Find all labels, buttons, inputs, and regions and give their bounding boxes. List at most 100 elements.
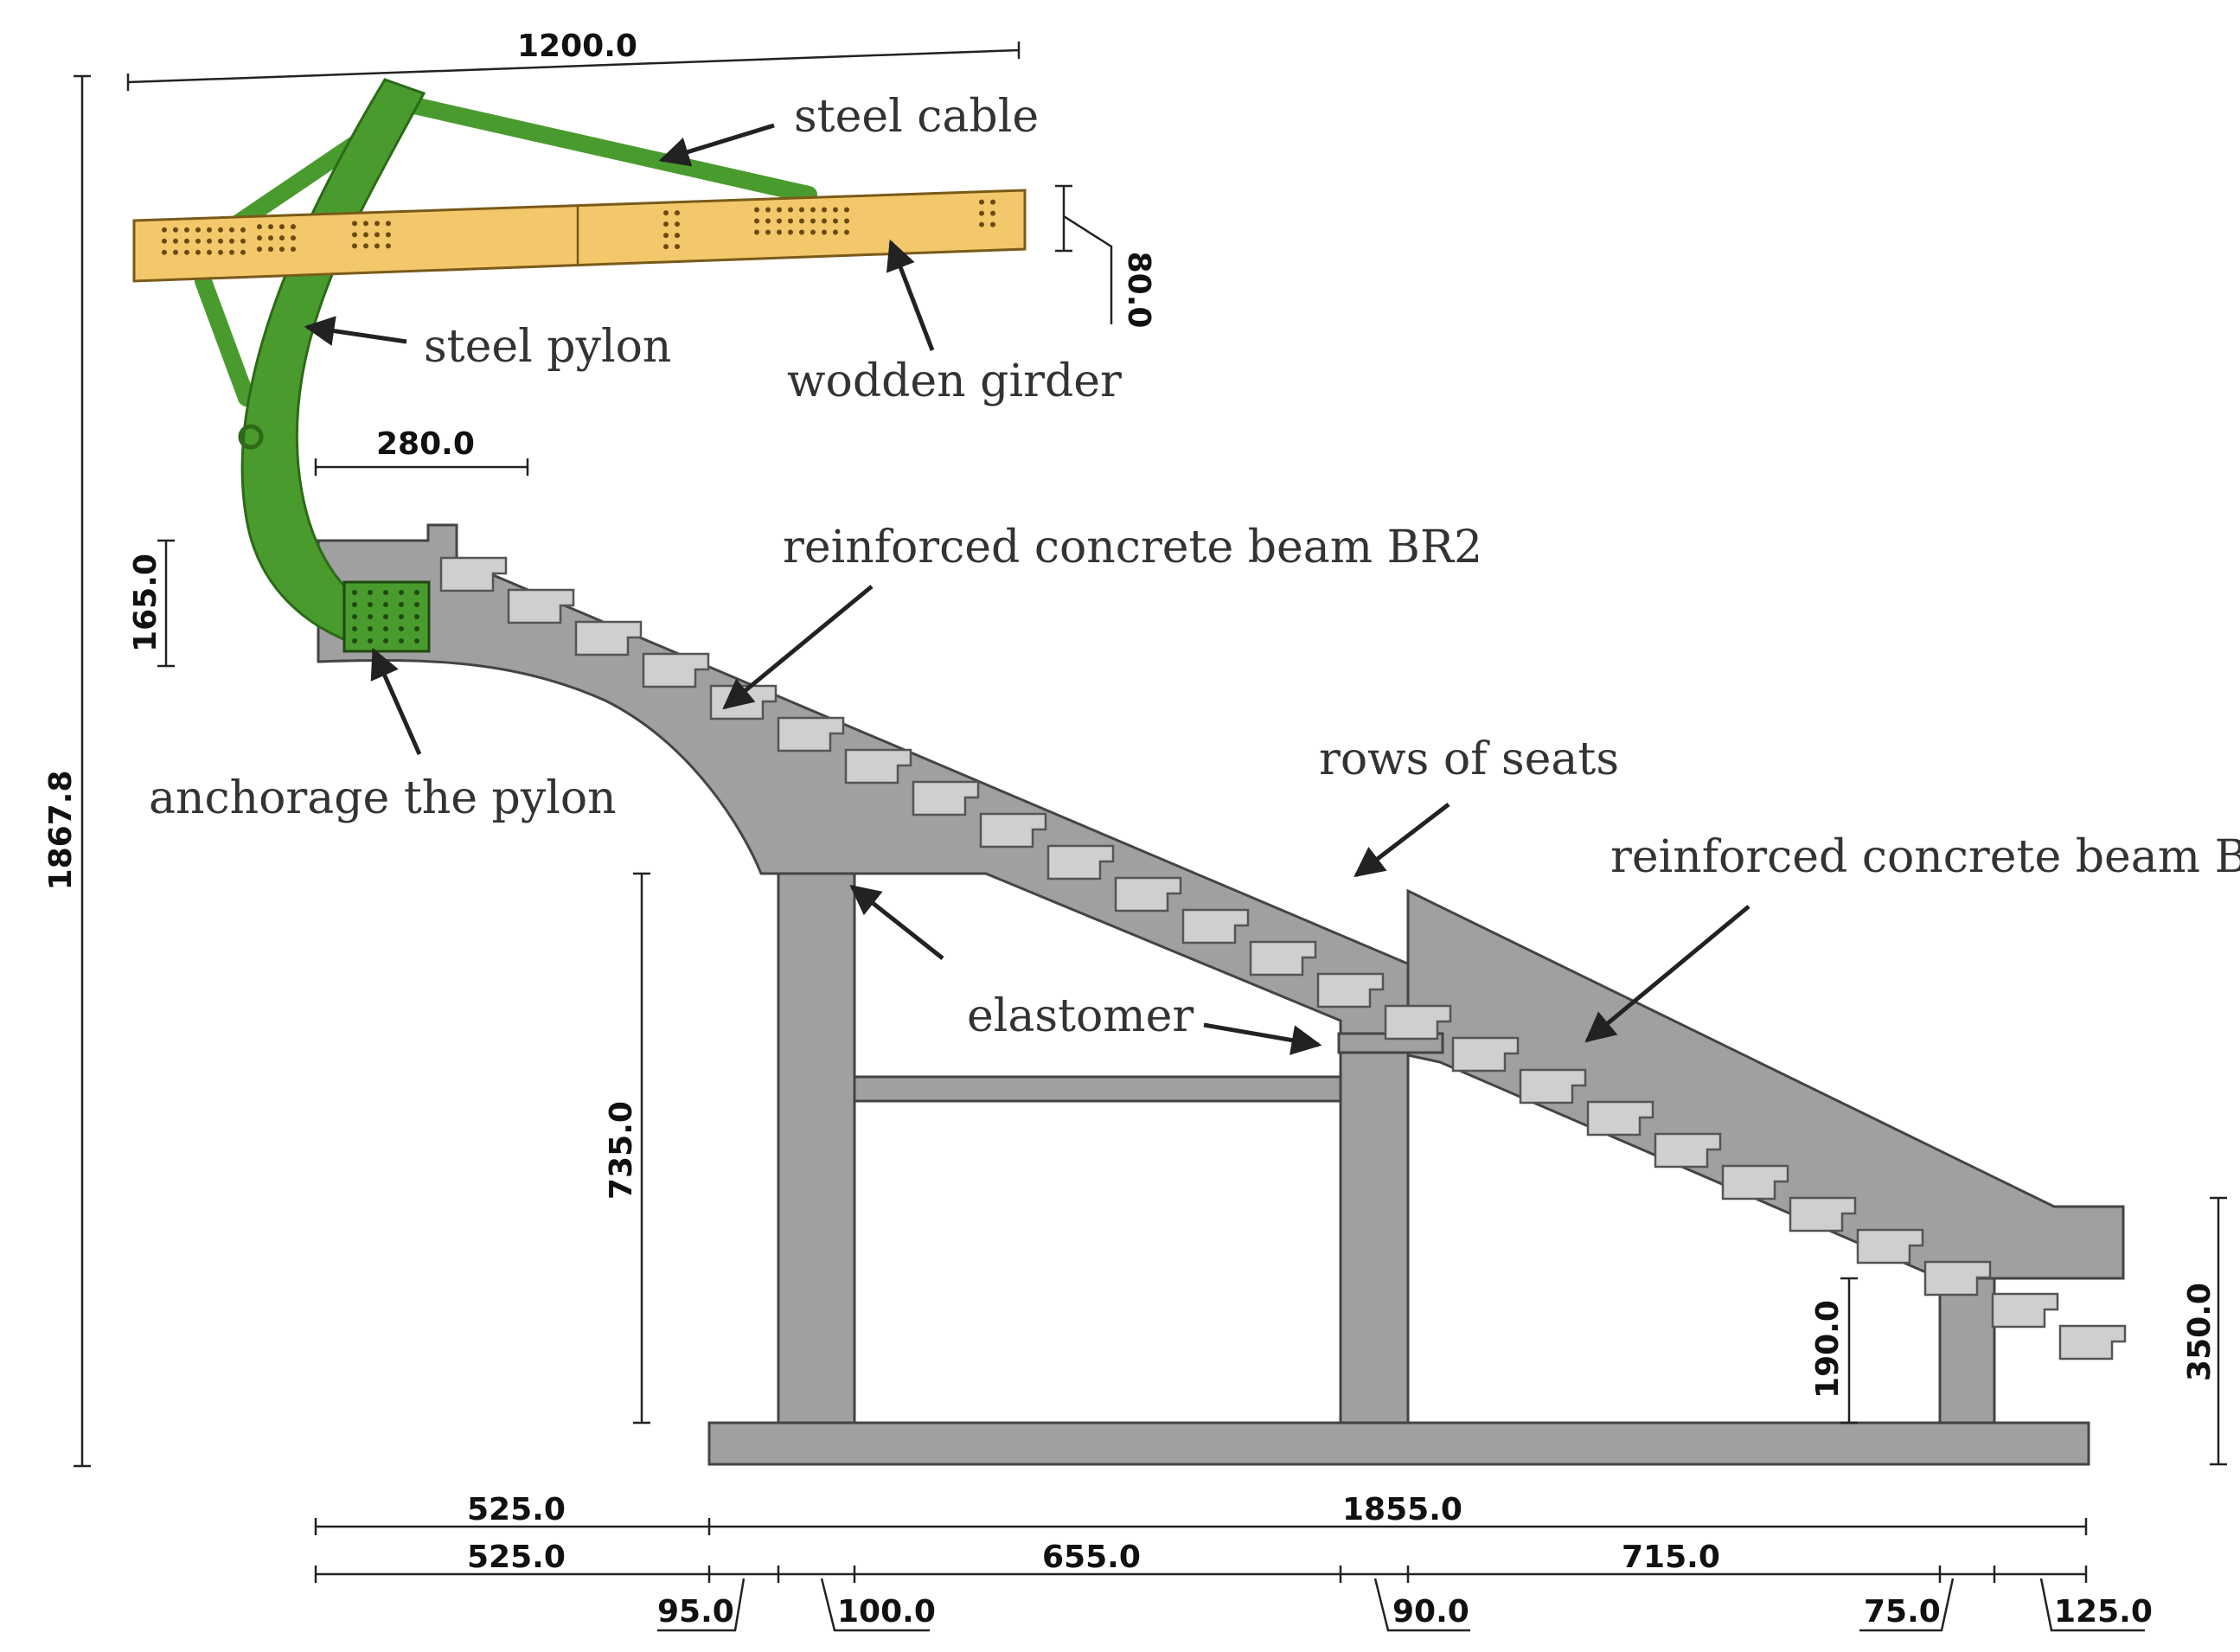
dim-seg1: 525.0 [467, 1540, 566, 1575]
girder-bolt [810, 218, 816, 224]
girder-bolt [777, 229, 782, 235]
girder-bolt [352, 243, 357, 249]
bolt [414, 614, 419, 619]
dim-girder-depth: 80.0 [1121, 252, 1156, 329]
girder-bolt [279, 224, 285, 230]
seat-row [1114, 876, 1182, 912]
bolt [414, 602, 419, 607]
bolt [399, 626, 404, 631]
girder-bolt [822, 218, 827, 224]
bolt [399, 614, 404, 619]
girder-bolt [788, 229, 793, 235]
seat-row [574, 620, 643, 656]
girder-bolt [195, 227, 201, 233]
girder-bolt [765, 207, 771, 213]
girder-bolt [675, 221, 680, 227]
seat-row [1181, 908, 1250, 944]
dim-total-height: 1867.8 [43, 771, 79, 891]
seat-row [1991, 1292, 2059, 1329]
text-labels: steel cable steel pylon wodden girder re… [149, 91, 2240, 1042]
dim-column-height: 735.0 [604, 1101, 639, 1200]
bolt [368, 626, 373, 631]
arrow-beam-br1 [1584, 905, 1750, 1043]
girder-bolt [777, 207, 782, 213]
girder-bolt [240, 238, 246, 244]
label-steel-cable: steel cable [794, 91, 1039, 143]
bolt [352, 638, 357, 644]
column-3 [1938, 1277, 1996, 1425]
bolt [383, 602, 388, 607]
girder-bolt [990, 221, 995, 227]
dim-right-height: 350.0 [2182, 1283, 2218, 1381]
girder-bolt [844, 207, 849, 213]
girder-bolt [386, 243, 391, 249]
column-1 [777, 872, 856, 1425]
girder-bolt [352, 232, 357, 238]
girder-bolt [162, 227, 167, 233]
seat-row [1316, 972, 1385, 1008]
foundation-slab [707, 1421, 2090, 1466]
girder-bolt [374, 243, 380, 249]
girder-bolt [184, 238, 189, 244]
bolt [383, 590, 388, 595]
seat-row [439, 556, 508, 592]
label-beam-br1: reinforced concrete beam BR1 [1610, 831, 2240, 883]
label-rows-of-seats: rows of seats [1319, 733, 1619, 785]
wooden-girder [132, 189, 1027, 283]
girder-bolt [844, 229, 849, 235]
seat-row [912, 780, 980, 816]
strut-lower [195, 272, 255, 407]
beam-br1 [1406, 888, 2125, 1280]
seat-row [979, 812, 1047, 848]
girder-bolt [386, 221, 391, 227]
girder-bolt [257, 235, 262, 241]
seat-row [1519, 1068, 1587, 1105]
girder-bolt [195, 238, 201, 244]
bolt [352, 602, 357, 607]
bolt [383, 638, 388, 644]
bolt [368, 590, 373, 595]
arrow-rows-of-seats [1354, 803, 1450, 878]
girder-bolt [173, 227, 178, 233]
girder-bolt [663, 221, 669, 227]
girder-bolt [675, 233, 680, 239]
girder-bolt [822, 207, 827, 213]
anchorage-bolts [352, 590, 419, 644]
girder-bolt [754, 229, 759, 235]
dimension-text: 1200.0 1867.8 80.0 280.0 165.0 735.0 190… [43, 29, 2218, 1630]
girder-bolt [788, 207, 793, 213]
seat-row [1586, 1100, 1654, 1137]
girder-bolt [218, 238, 223, 244]
girder-bolt [184, 249, 189, 255]
seat-row [2058, 1324, 2127, 1361]
girder-bolt [257, 224, 262, 230]
girder-bolt [229, 249, 234, 255]
girder-bolt [363, 232, 368, 238]
seat-row [642, 652, 710, 688]
seat-row [1451, 1036, 1520, 1073]
seat-row [1249, 940, 1317, 976]
girder-bolt [268, 247, 273, 253]
seat-row [777, 716, 845, 752]
girder-bolt [240, 227, 246, 233]
bolt [399, 590, 404, 595]
bolt [414, 590, 419, 595]
girder-bolt [352, 221, 357, 227]
seat-row [1721, 1164, 1789, 1201]
label-wooden-girder: wodden girder [787, 355, 1122, 407]
column-2 [1339, 1049, 1410, 1425]
girder-bolt [195, 249, 201, 255]
girder-bolt [291, 224, 296, 230]
girder-bolt [240, 249, 246, 255]
girder-bolt [675, 210, 680, 216]
bolt [383, 626, 388, 631]
dim-col3-height: 190.0 [1810, 1300, 1846, 1399]
dim-top-width: 1200.0 [517, 29, 637, 64]
seat-row [1923, 1260, 1992, 1297]
girder-bolt [663, 233, 669, 239]
concrete-structure [317, 523, 2125, 1466]
girder-bolt [279, 235, 285, 241]
cable-front [398, 95, 817, 203]
girder-bolt [184, 227, 189, 233]
